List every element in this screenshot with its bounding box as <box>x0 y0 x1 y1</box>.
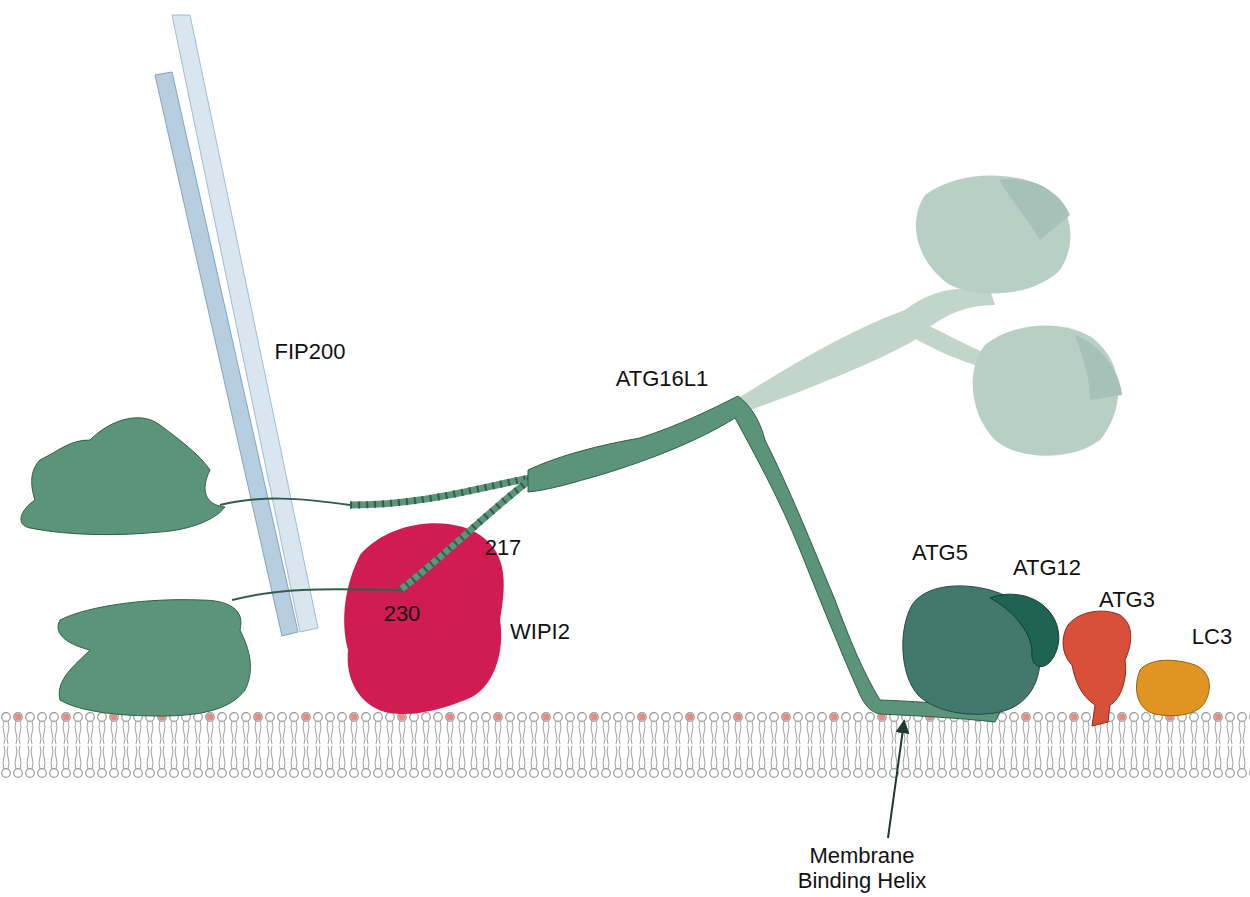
lipid-dot <box>1022 713 1029 720</box>
coiled-helix <box>400 480 530 590</box>
protein-label: FIP200 <box>275 339 346 364</box>
lipid-dot <box>254 713 261 720</box>
fip200-strand <box>155 15 318 636</box>
wipi2-protein <box>344 523 504 714</box>
lipid-dot <box>542 713 549 720</box>
atg16l1-domain <box>58 600 250 716</box>
lipid-dots <box>14 713 1221 720</box>
lipid-bilayer <box>0 712 1250 778</box>
lipid-dot <box>398 713 405 720</box>
lc3-protein <box>1136 660 1209 715</box>
atg3-protein <box>1063 611 1131 726</box>
residue-number: 217 <box>485 535 522 560</box>
atg12-protein <box>990 594 1059 666</box>
lipid-dot <box>350 713 357 720</box>
leader-arrow <box>888 722 904 838</box>
lipid-dot <box>1118 713 1125 720</box>
protein-label: WIPI2 <box>510 619 570 644</box>
lipid-dot <box>494 713 501 720</box>
lipid-dot <box>686 713 693 720</box>
helix-twist <box>400 480 530 590</box>
lipid-dot <box>14 713 21 720</box>
lipid-dot <box>782 713 789 720</box>
atg16l1-faded <box>735 176 1122 456</box>
lipid-dot <box>62 713 69 720</box>
protein-label: ATG5 <box>912 540 968 565</box>
lipid-dot <box>1070 713 1077 720</box>
lipid-dot <box>206 713 213 720</box>
residue-number: 230 <box>384 601 421 626</box>
linker <box>220 499 350 505</box>
lipid-dot <box>1214 713 1221 720</box>
protein-label: ATG3 <box>1099 587 1155 612</box>
lipid-dot <box>590 713 597 720</box>
lipid-dot <box>638 713 645 720</box>
linker <box>232 589 400 600</box>
atg16l1-domain <box>21 418 225 535</box>
protein-label: LC3 <box>1192 624 1232 649</box>
protein-label: ATG16L1 <box>616 366 709 391</box>
lipid-dot <box>446 713 453 720</box>
lipid-dot <box>830 713 837 720</box>
callout-label: Membrane Binding Helix <box>787 843 937 894</box>
protein-label: ATG12 <box>1013 555 1081 580</box>
lipid-dot <box>302 713 309 720</box>
lipid-dot <box>734 713 741 720</box>
